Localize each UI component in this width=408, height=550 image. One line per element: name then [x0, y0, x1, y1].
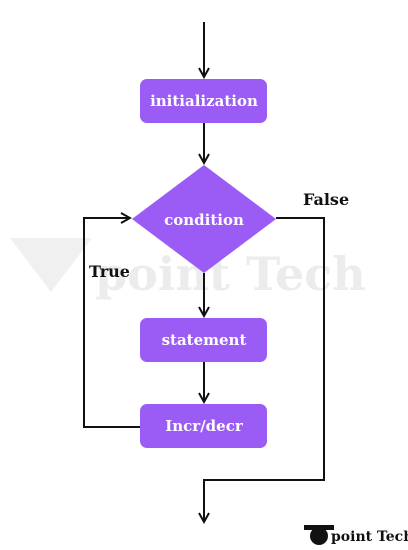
loop-back-arrow — [83, 218, 140, 428]
false-exit-arrow — [204, 217, 325, 522]
brand-logo: point Tech — [304, 525, 408, 545]
false-label: False — [303, 190, 349, 209]
node-statement: statement — [140, 318, 267, 362]
brand-logo-icon — [310, 527, 328, 545]
node-condition: condition — [132, 165, 276, 273]
statement-label: statement — [162, 331, 247, 349]
watermark: point Tech — [10, 238, 366, 301]
incr-decr-label: Incr/decr — [165, 417, 244, 435]
connectors — [83, 22, 325, 522]
true-label: True — [89, 262, 130, 281]
watermark-logo-icon — [10, 238, 92, 292]
node-incr-decr: Incr/decr — [140, 404, 267, 448]
initialization-label: initialization — [150, 92, 258, 110]
node-initialization: initialization — [140, 79, 267, 123]
condition-label: condition — [164, 211, 244, 229]
watermark-text: point Tech — [95, 247, 366, 301]
brand-name: point Tech — [331, 529, 408, 545]
